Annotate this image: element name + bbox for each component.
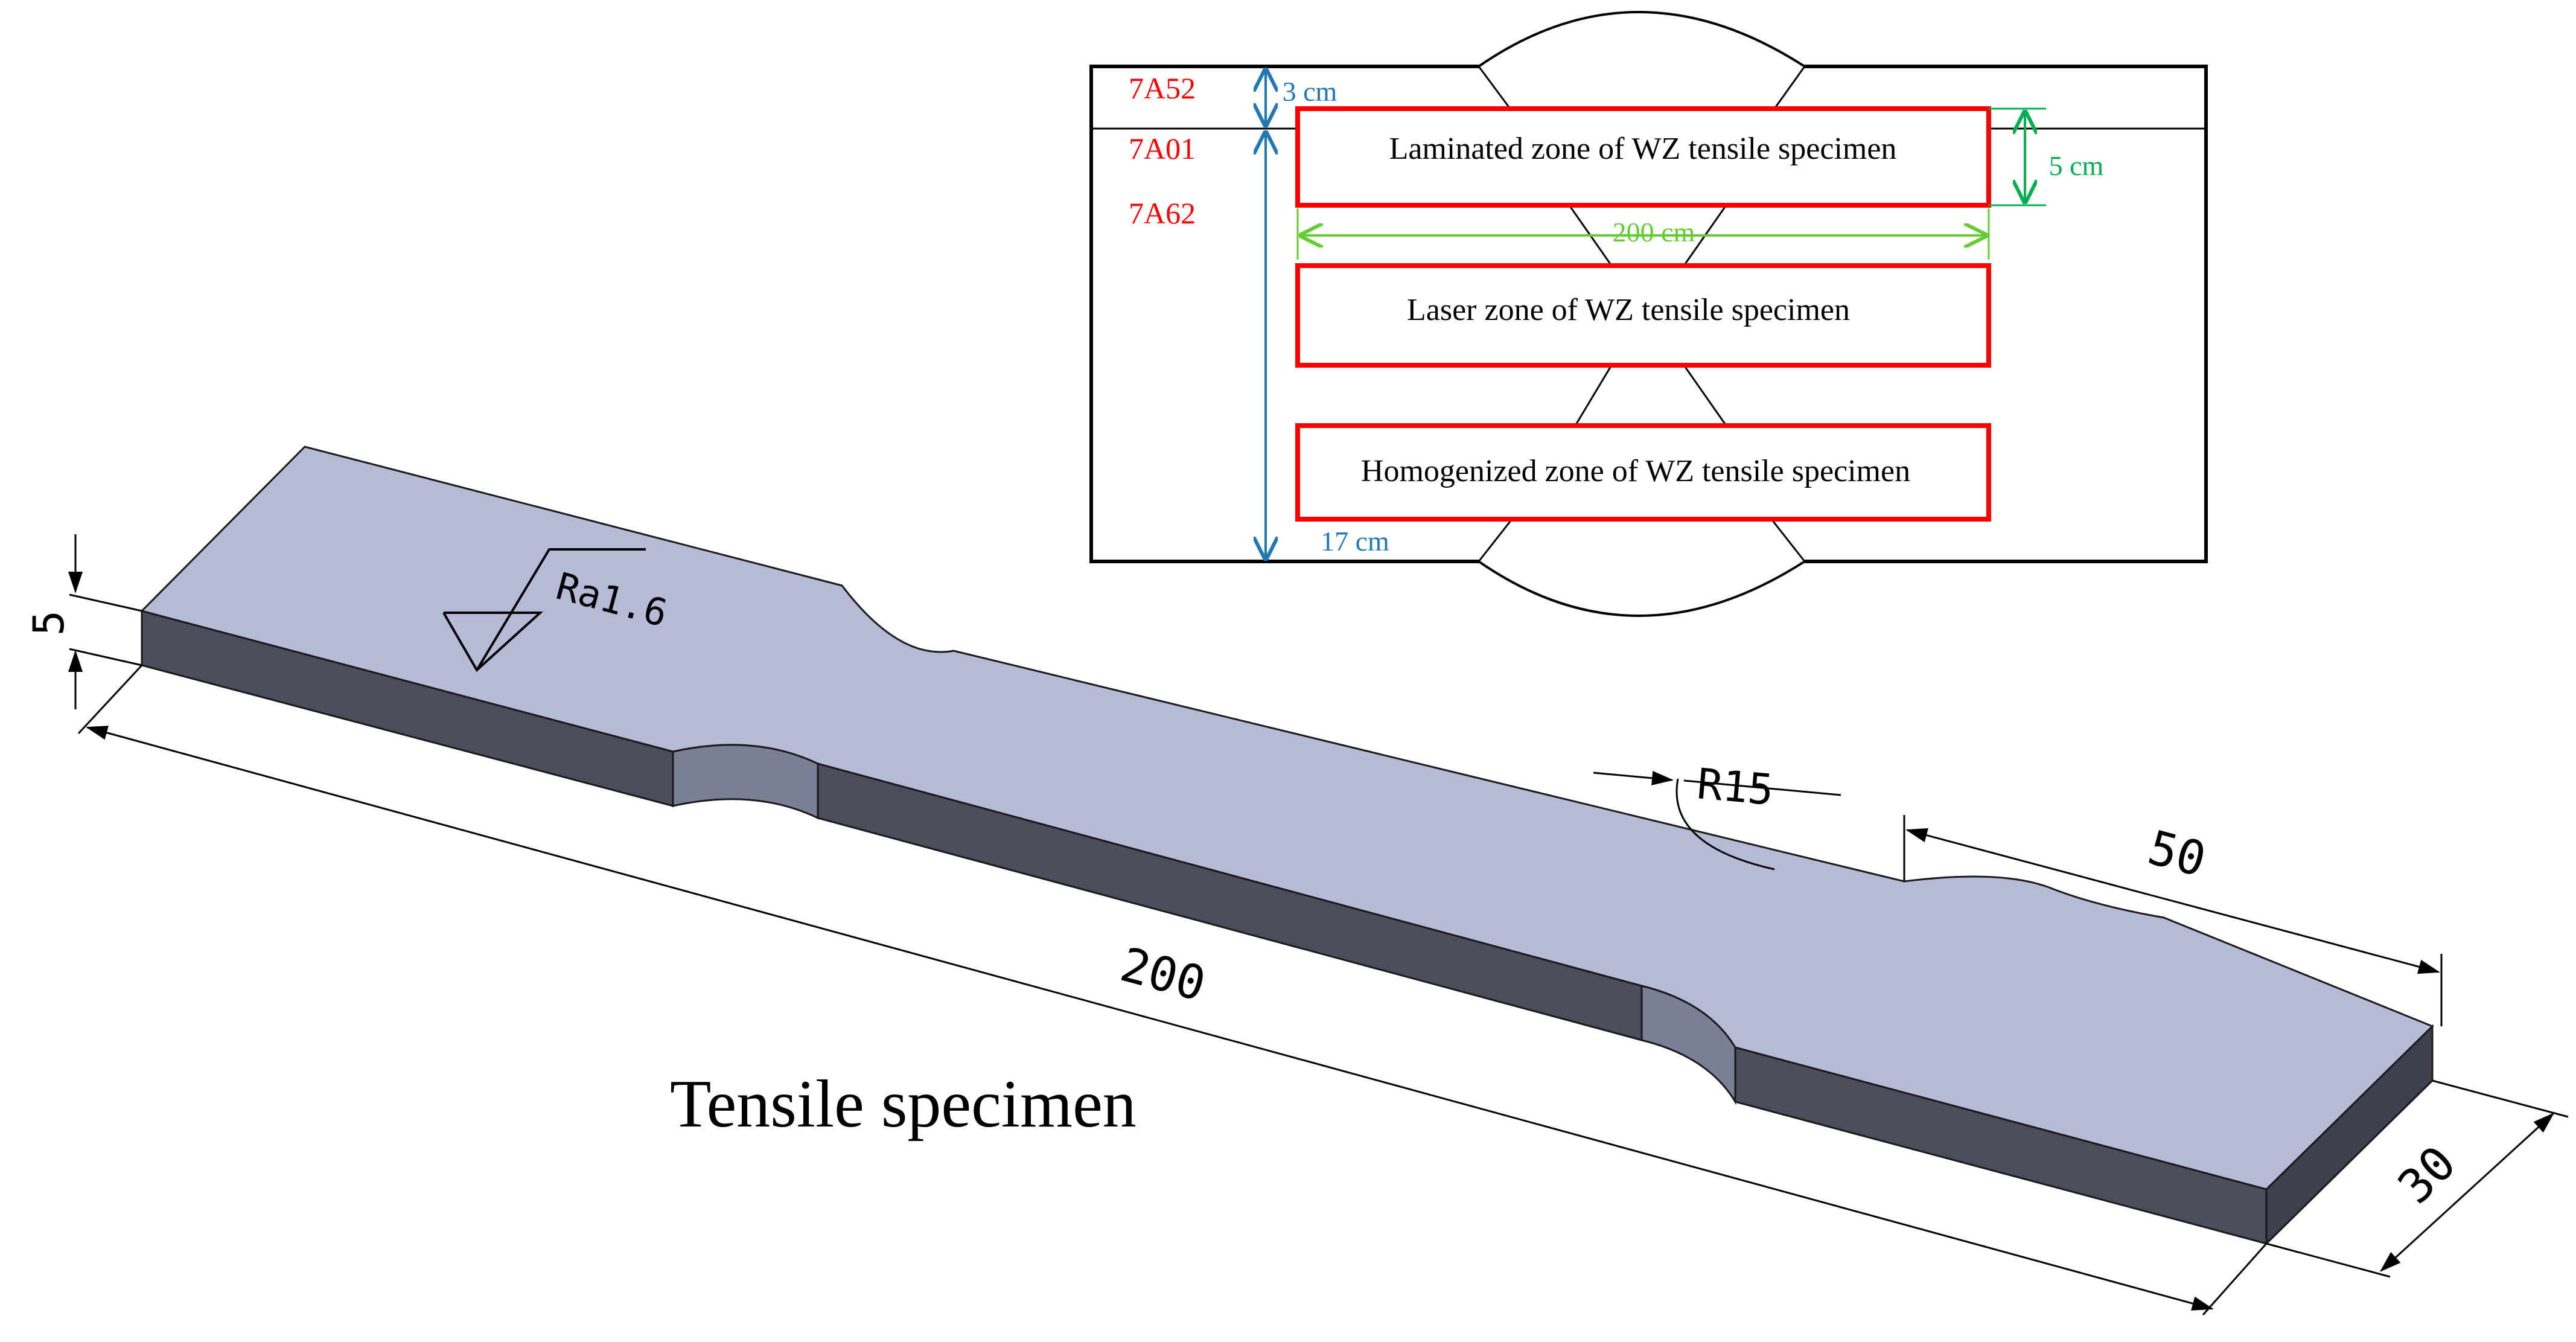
zone-label-homogenized: Homogenized zone of WZ tensile specimen bbox=[1361, 454, 1910, 488]
dim-label-length: 200 bbox=[1115, 938, 1211, 1012]
material-label-7a01: 7A01 bbox=[1129, 132, 1196, 165]
weld-diagram: Laminated zone of WZ tensile specimen La… bbox=[1089, 11, 2208, 617]
dim-line-length bbox=[86, 726, 2214, 1311]
weld-groove-bot-right bbox=[1770, 519, 1806, 562]
dim-label-thickness: 5 bbox=[24, 610, 74, 636]
zone-box-laminated bbox=[1295, 106, 1991, 208]
tensile-specimen: Ra1.6 5 200 50 30 R15 Tensile specimen bbox=[24, 446, 2569, 1315]
plate-outline bbox=[1089, 65, 2208, 563]
dim-line-width bbox=[2379, 1112, 2555, 1273]
material-label-7a62: 7A62 bbox=[1129, 196, 1196, 230]
dim-label-17cm: 17 cm bbox=[1321, 526, 1389, 557]
dim-ext-thickness-bottom bbox=[69, 648, 142, 666]
zone-box-homogenized bbox=[1295, 423, 1991, 522]
dim-ext-thickness-top bbox=[69, 593, 142, 612]
weld-bead-bottom bbox=[1478, 560, 1806, 617]
material-label-7a52: 7A52 bbox=[1129, 71, 1196, 105]
weld-groove-bot-left bbox=[1478, 519, 1513, 562]
roughness-symbol bbox=[442, 548, 646, 673]
dim-label-grip: 50 bbox=[2143, 820, 2211, 887]
dim-label-radius: R15 bbox=[1695, 759, 1776, 815]
dim-ext-width-bottom bbox=[2266, 1242, 2391, 1278]
specimen-top-face bbox=[140, 446, 2434, 1190]
dim-label-200cm: 200 cm bbox=[1613, 217, 1695, 248]
weld-groove-top-right bbox=[1773, 66, 1806, 109]
dim-ext-length-right bbox=[2202, 1243, 2268, 1315]
zone-label-laser: Laser zone of WZ tensile specimen bbox=[1407, 293, 1850, 327]
dim-label-5cm: 5 cm bbox=[2049, 150, 2104, 181]
zone-box-laser bbox=[1295, 263, 1991, 368]
specimen-caption: Tensile specimen bbox=[670, 1067, 1137, 1142]
radius-arc bbox=[1675, 778, 1775, 871]
dim-line-grip bbox=[1905, 828, 2440, 974]
weld-groove-top-left bbox=[1478, 66, 1511, 109]
dim-ext-width-top bbox=[2432, 1079, 2569, 1118]
weld-bead-top bbox=[1478, 11, 1806, 68]
zone-label-laminated: Laminated zone of WZ tensile specimen bbox=[1389, 132, 1897, 166]
dim-ext-length-left bbox=[77, 664, 143, 735]
weld-groove-low-left bbox=[1574, 365, 1613, 426]
radius-leader-arrow bbox=[1593, 771, 1674, 785]
dim-label-3cm: 3 cm bbox=[1283, 76, 1337, 107]
radius-leader-line bbox=[1683, 779, 1841, 796]
weld-groove-low-right bbox=[1683, 365, 1727, 426]
